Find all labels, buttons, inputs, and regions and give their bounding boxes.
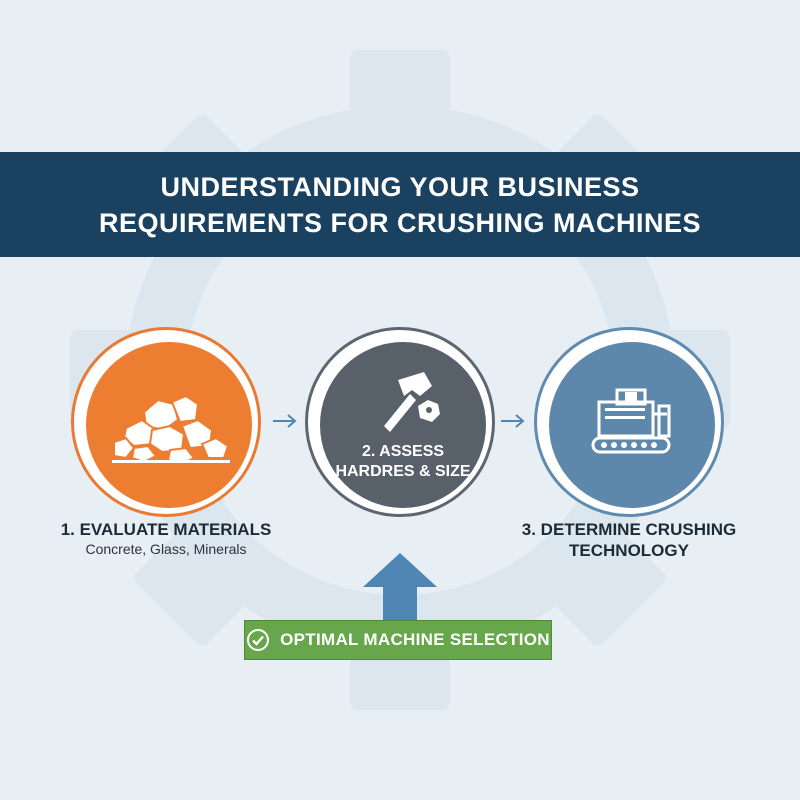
result-label: OPTIMAL MACHINE SELECTION <box>280 630 550 649</box>
page-title: UNDERSTANDING YOUR BUSINESS REQUIREMENTS… <box>98 171 702 238</box>
step-2-circle: 2. ASSESS HARDRES & SIZE <box>320 342 486 508</box>
check-circle-icon <box>247 629 270 651</box>
step-2-ring: 2. ASSESS HARDRES & SIZE <box>305 327 495 517</box>
rocks-pile-icon <box>112 394 230 466</box>
step-1-subtitle: Concrete, Glass, Minerals <box>85 541 247 557</box>
hammer-and-rock-icon <box>384 372 440 432</box>
step-3-circle <box>549 342 715 508</box>
step-3-caption: 3. DETERMINE CRUSHING TECHNOLOGY <box>521 520 737 560</box>
step-1-caption: 1. EVALUATE MATERIALS Concrete, Glass, M… <box>56 519 276 558</box>
crusher-machine-icon <box>591 388 671 454</box>
step-1-circle <box>86 342 252 508</box>
result-badge: OPTIMAL MACHINE SELECTION <box>244 620 552 660</box>
arrow-right-icon <box>273 414 297 428</box>
step-3-ring <box>534 327 724 517</box>
arrow-up-icon <box>363 553 437 623</box>
step-2-label: 2. ASSESS HARDRES & SIZE <box>335 443 471 480</box>
step-1-ring <box>71 327 261 517</box>
title-banner: UNDERSTANDING YOUR BUSINESS REQUIREMENTS… <box>0 152 800 257</box>
arrow-right-icon <box>501 414 525 428</box>
step-1-title: 1. EVALUATE MATERIALS <box>60 520 272 539</box>
